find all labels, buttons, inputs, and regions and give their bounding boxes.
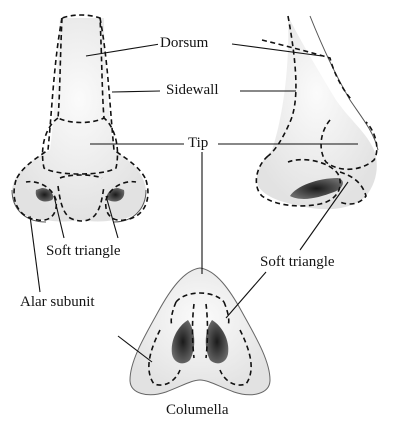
label-columella: Columella (164, 402, 231, 419)
label-soft-triangle-front: Soft triangle (44, 243, 123, 260)
label-tip: Tip (186, 135, 210, 152)
leader-alar-front (30, 216, 40, 292)
label-sidewall: Sidewall (164, 82, 221, 99)
front-nose-skin (12, 18, 146, 222)
basal-view-nose (130, 268, 270, 395)
basal-nose-skin (130, 268, 270, 395)
label-alar-subunit: Alar subunit (18, 294, 97, 311)
label-dorsum: Dorsum (158, 35, 210, 52)
leader-dorsum-side (232, 44, 322, 56)
leader-sidewall-front (112, 91, 160, 92)
front-view-nose (12, 15, 148, 222)
side-view-nose (256, 16, 378, 209)
label-soft-triangle-side: Soft triangle (258, 254, 337, 271)
